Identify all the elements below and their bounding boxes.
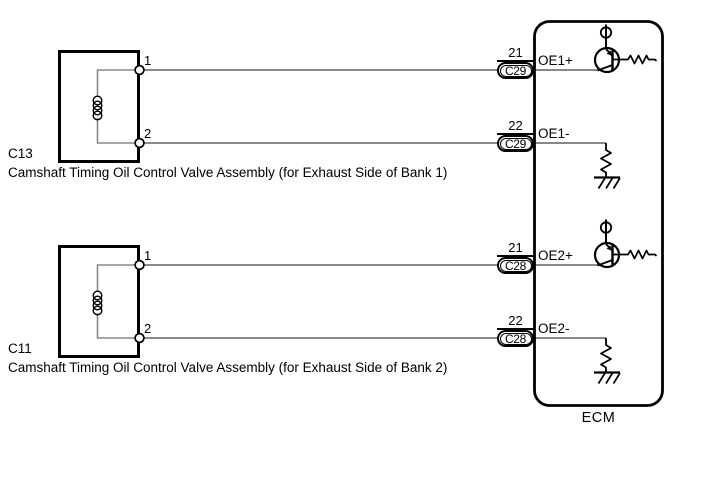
ground-resistor-icon — [592, 141, 622, 190]
valve2-pin2-label: 2 — [144, 321, 152, 336]
signal-oe2-minus: OE2- — [538, 321, 570, 336]
ecm-pin-21-c29: 21 C29 — [497, 45, 534, 79]
valve2-name: Camshaft Timing Oil Control Valve Assemb… — [8, 360, 448, 375]
ecm-pin-22-c29: 22 C29 — [497, 118, 534, 152]
signal-oe1-plus: OE1+ — [538, 53, 573, 68]
connector-code: C28 — [499, 332, 532, 345]
ecm-pin-22-c28: 22 C28 — [497, 313, 534, 347]
connector-code: C29 — [499, 137, 532, 150]
connector-pill: C29 — [497, 62, 534, 79]
ground-resistor-icon — [592, 336, 622, 385]
pin-number: 21 — [497, 45, 534, 62]
valve1-name: Camshaft Timing Oil Control Valve Assemb… — [8, 165, 448, 180]
connector-code: C28 — [499, 259, 532, 272]
transistor-icon — [593, 23, 658, 74]
ecm-pin-21-c28: 21 C28 — [497, 240, 534, 274]
valve2-pin1-label: 1 — [144, 248, 152, 263]
connector-code: C29 — [499, 64, 532, 77]
valve-2-symbol — [58, 245, 146, 358]
ecm-caption: ECM — [581, 410, 616, 426]
valve2-connector-id: C11 — [8, 341, 32, 356]
ecm-box — [533, 20, 664, 407]
valve1-pin1-label: 1 — [144, 53, 152, 68]
signal-oe1-minus: OE1- — [538, 126, 570, 141]
pin-number: 21 — [497, 240, 534, 257]
transistor-icon — [593, 218, 658, 269]
connector-pill: C28 — [497, 330, 534, 347]
signal-oe2-plus: OE2+ — [538, 248, 573, 263]
valve1-connector-id: C13 — [8, 146, 33, 161]
valve-1-symbol — [58, 50, 146, 163]
connector-pill: C29 — [497, 135, 534, 152]
valve1-pin2-label: 2 — [144, 126, 152, 141]
pin-number: 22 — [497, 118, 534, 135]
pin-number: 22 — [497, 313, 534, 330]
connector-pill: C28 — [497, 257, 534, 274]
